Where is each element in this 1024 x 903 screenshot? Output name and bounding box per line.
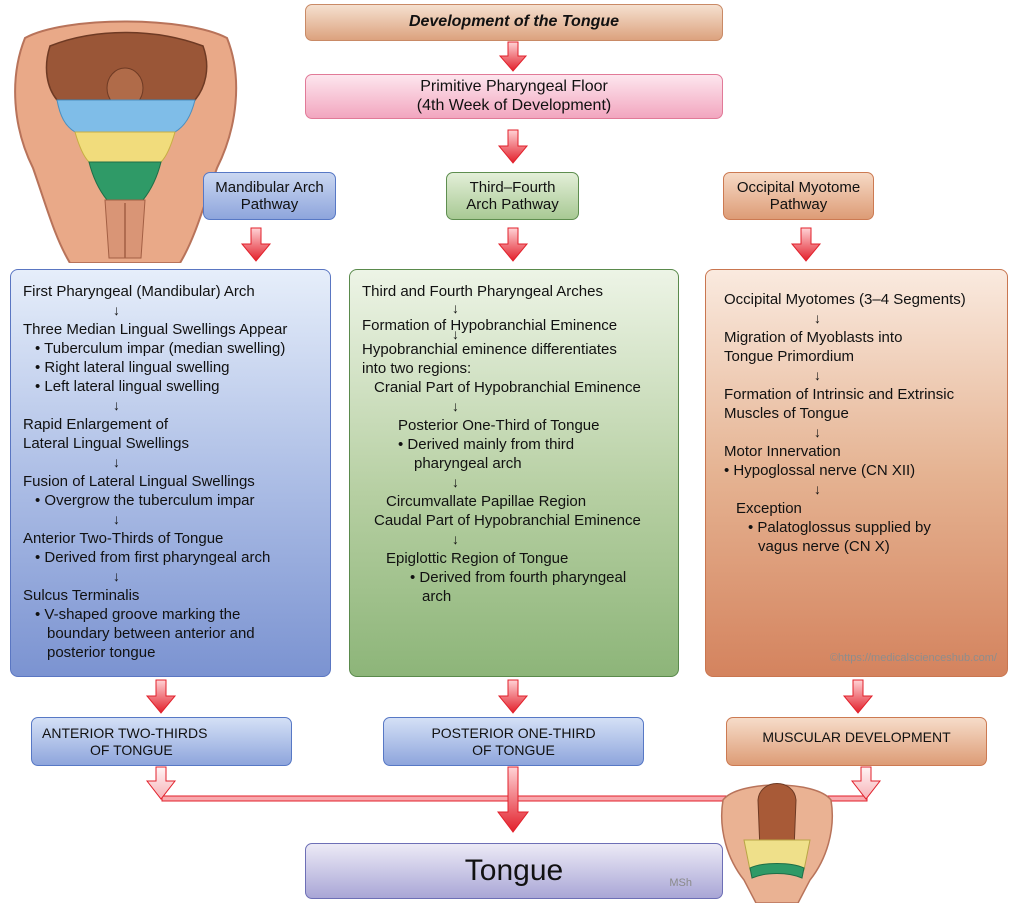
detail-step: Sulcus Terminalis (23, 587, 140, 604)
occipital-pathway-line-1: Occipital Myotome (736, 178, 861, 196)
down-arrow-icon: ↓ (113, 568, 120, 584)
detail-step: Formation of Hypobranchial Eminence (362, 317, 618, 334)
detail-step: Migration of Myoblasts into (724, 329, 903, 346)
detail-step: Tongue Primordium (724, 348, 855, 365)
author-signature: MSh (669, 877, 692, 890)
arrow-occipital-result (842, 679, 874, 714)
primitive-pharyngeal-floor-box: Primitive Pharyngeal Floor (4th Week of … (305, 74, 723, 119)
muscular-line-1: MUSCULAR DEVELOPMENT (762, 729, 951, 745)
mandibular-arch-pathway-box: Mandibular Arch Pathway (203, 172, 336, 220)
tongue-development-illustration (720, 783, 834, 903)
detail-step: Lateral Lingual Swellings (23, 435, 189, 452)
detail-step: Third and Fourth Pharyngeal Arches (362, 283, 603, 300)
down-arrow-icon: ↓ (113, 454, 120, 470)
arrow-mandibular-result (145, 679, 177, 714)
detail-step: Caudal Part of Hypobranchial Eminence (374, 512, 641, 529)
detail-bullet-cont: vagus nerve (CN X) (758, 538, 890, 555)
detail-step: Fusion of Lateral Lingual Swellings (23, 473, 255, 490)
posterior-one-third-box: POSTERIOR ONE-THIRD OF TONGUE (383, 717, 644, 766)
occipital-pathway-line-2: Pathway (769, 196, 828, 213)
tongue-label: Tongue (464, 853, 564, 887)
detail-bullet: • Left lateral lingual swelling (35, 378, 220, 395)
detail-step: Posterior One-Third of Tongue (398, 417, 600, 434)
posterior-line-1: POSTERIOR ONE-THIRD (431, 725, 596, 742)
mandibular-pathway-line-2: Pathway (240, 196, 299, 213)
detail-step: Rapid Enlargement of (23, 416, 169, 433)
down-arrow-icon: ↓ (814, 481, 821, 497)
detail-bullet: • Tuberculum impar (median swelling) (35, 340, 286, 357)
mandibular-detail-box: First Pharyngeal (Mandibular) Arch ↓ Thr… (10, 269, 331, 677)
occipital-myotome-pathway-box: Occipital Myotome Pathway (723, 172, 874, 220)
down-arrow-icon: ↓ (452, 326, 459, 342)
detail-step: Occipital Myotomes (3–4 Segments) (724, 291, 966, 308)
arrow-occipital-path (790, 227, 822, 262)
detail-bullet: • Right lateral lingual swelling (35, 359, 230, 376)
down-arrow-icon: ↓ (814, 424, 821, 440)
arrow-mandibular-path (240, 227, 272, 262)
detail-step: Exception (736, 500, 802, 517)
anterior-line-1: ANTERIOR TWO-THIRDS (42, 725, 208, 742)
detail-step: Epiglottic Region of Tongue (386, 550, 569, 567)
arrow-floor-to-pathways (497, 129, 529, 164)
detail-step: Anterior Two-Thirds of Tongue (23, 530, 224, 547)
detail-step: Formation of Intrinsic and Extrinsic (724, 386, 955, 403)
detail-step: Circumvallate Papillae Region (386, 493, 587, 510)
detail-bullet: • Hypoglossal nerve (CN XII) (724, 462, 916, 479)
down-arrow-icon: ↓ (113, 397, 120, 413)
detail-step: Three Median Lingual Swellings Appear (23, 321, 288, 338)
third-fourth-pathway-line-1: Third–Fourth (469, 178, 556, 196)
detail-step: into two regions: (362, 360, 472, 377)
detail-step: Cranial Part of Hypobranchial Eminence (374, 379, 641, 396)
detail-step: Hypobranchial eminence differentiates (362, 341, 617, 358)
detail-bullet-cont: pharyngeal arch (414, 455, 522, 472)
detail-bullet: • Derived from fourth pharyngeal (410, 569, 627, 586)
third-fourth-arch-pathway-box: Third–Fourth Arch Pathway (446, 172, 579, 220)
pharyngeal-arches-illustration (14, 20, 238, 263)
detail-bullet: • Derived from first pharyngeal arch (35, 549, 271, 566)
down-arrow-icon: ↓ (113, 302, 120, 318)
floor-line-1: Primitive Pharyngeal Floor (420, 78, 608, 96)
detail-bullet: • V-shaped groove marking the (35, 606, 241, 623)
detail-step: First Pharyngeal (Mandibular) Arch (23, 283, 255, 300)
mandibular-pathway-line-1: Mandibular Arch (215, 178, 324, 196)
third-fourth-pathway-line-2: Arch Pathway (466, 196, 559, 213)
down-arrow-icon: ↓ (452, 300, 459, 316)
posterior-line-2: OF TONGUE (472, 741, 555, 758)
down-arrow-icon: ↓ (452, 474, 459, 490)
arrow-muscular-to-connector (850, 766, 882, 800)
detail-bullet: • Palatoglossus supplied by (748, 519, 931, 536)
arrow-third-result (497, 679, 529, 714)
detail-step: Motor Innervation (724, 443, 841, 460)
detail-bullet-cont: posterior tongue (47, 644, 156, 661)
tongue-final-box: Tongue MSh (305, 843, 723, 899)
down-arrow-icon: ↓ (452, 398, 459, 414)
down-arrow-icon: ↓ (814, 310, 821, 326)
diagram-title: Development of the Tongue (305, 4, 723, 41)
muscular-development-box: MUSCULAR DEVELOPMENT (726, 717, 987, 766)
arrow-third-path (497, 227, 529, 262)
detail-bullet-cont: arch (422, 588, 452, 605)
copyright-watermark: ©https://medicalscienceshub.com/ (829, 652, 997, 664)
anterior-line-2: OF TONGUE (90, 741, 173, 758)
arrow-anterior-to-connector (145, 766, 177, 800)
diagram-title-text: Development of the Tongue (408, 13, 620, 31)
floor-line-2: (4th Week of Development) (416, 96, 612, 114)
anterior-two-thirds-box: ANTERIOR TWO-THIRDS OF TONGUE (31, 717, 292, 766)
down-arrow-icon: ↓ (814, 367, 821, 383)
arrow-title-to-floor (498, 41, 528, 72)
arrow-posterior-to-tongue (497, 766, 529, 833)
third-fourth-detail-box: Third and Fourth Pharyngeal Arches ↓ For… (349, 269, 679, 677)
detail-bullet-cont: boundary between anterior and (47, 625, 255, 642)
occipital-detail-box: Occipital Myotomes (3–4 Segments) ↓ Migr… (705, 269, 1008, 677)
detail-step: Muscles of Tongue (724, 405, 849, 422)
down-arrow-icon: ↓ (452, 531, 459, 547)
detail-bullet: • Derived mainly from third (398, 436, 575, 453)
detail-bullet: • Overgrow the tuberculum impar (35, 492, 255, 509)
down-arrow-icon: ↓ (113, 511, 120, 527)
